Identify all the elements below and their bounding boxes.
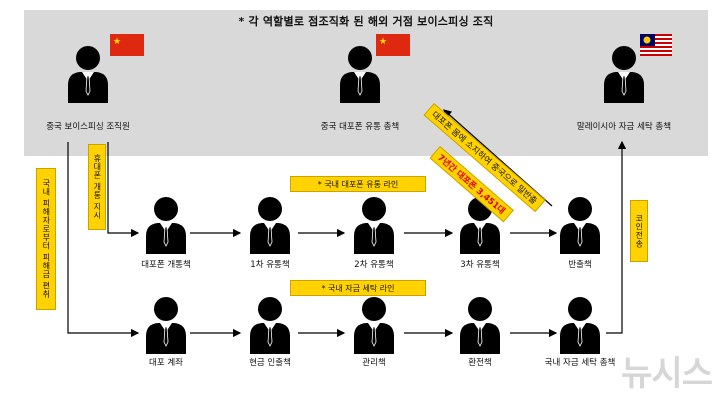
svg-text:★: ★ <box>379 37 387 47</box>
watermark-logo: 뉴시스 <box>621 354 713 394</box>
money-node-label: 국내 자금 세탁 총책 <box>544 358 616 368</box>
person-icon <box>560 297 600 354</box>
phone-node-label: 1차 유통책 <box>250 260 290 270</box>
person-icon <box>146 297 186 354</box>
china-flag-2: ★ <box>376 34 410 56</box>
person-icon <box>604 46 644 103</box>
victim-funds-label: 국내 피해자로부터 피해금 편취 <box>36 168 56 310</box>
money-node-label: 대포 계좌 <box>149 358 183 368</box>
money-node-label: 환전책 <box>468 358 492 368</box>
phone-line-tag: * 국내 대포폰 유통 라인 <box>290 176 426 192</box>
money-node-label: 관리책 <box>362 358 386 368</box>
top-label-china-phone-boss: 중국 대포폰 유통 총책 <box>320 122 400 132</box>
svg-text:★: ★ <box>113 37 121 47</box>
china-flag-1: ★ <box>110 34 144 56</box>
coin-transfer-label: 코인전송 <box>630 200 648 262</box>
diagram-title: * 각 역할별로 점조직화 된 해외 거점 보이스피싱 조직 <box>238 15 494 28</box>
person-icon <box>250 297 290 354</box>
top-label-malaysia-boss: 말레이시아 자금 세탁 총책 <box>576 122 672 132</box>
person-icon <box>340 46 380 103</box>
top-label-china-member: 중국 보이스피싱 조직원 <box>46 122 130 132</box>
phone-node-label: 대포폰 개통책 <box>141 260 191 270</box>
person-icon <box>560 197 600 254</box>
person-icon <box>250 197 290 254</box>
malaysia-flag <box>640 34 672 56</box>
person-icon <box>354 297 394 354</box>
phone-node-label: 2차 유통책 <box>354 260 394 270</box>
person-icon <box>354 197 394 254</box>
money-line-tag: * 국내 자금 세탁 라인 <box>290 280 426 296</box>
phone-open-order-label: 휴대폰 개통 지시 <box>88 144 106 230</box>
person-icon <box>460 297 500 354</box>
money-node-label: 현금 인출책 <box>249 358 291 368</box>
person-icon <box>68 46 108 103</box>
phone-node-label: 3차 유통책 <box>460 260 500 270</box>
person-icon <box>146 197 186 254</box>
phone-node-label: 반출책 <box>568 260 592 270</box>
